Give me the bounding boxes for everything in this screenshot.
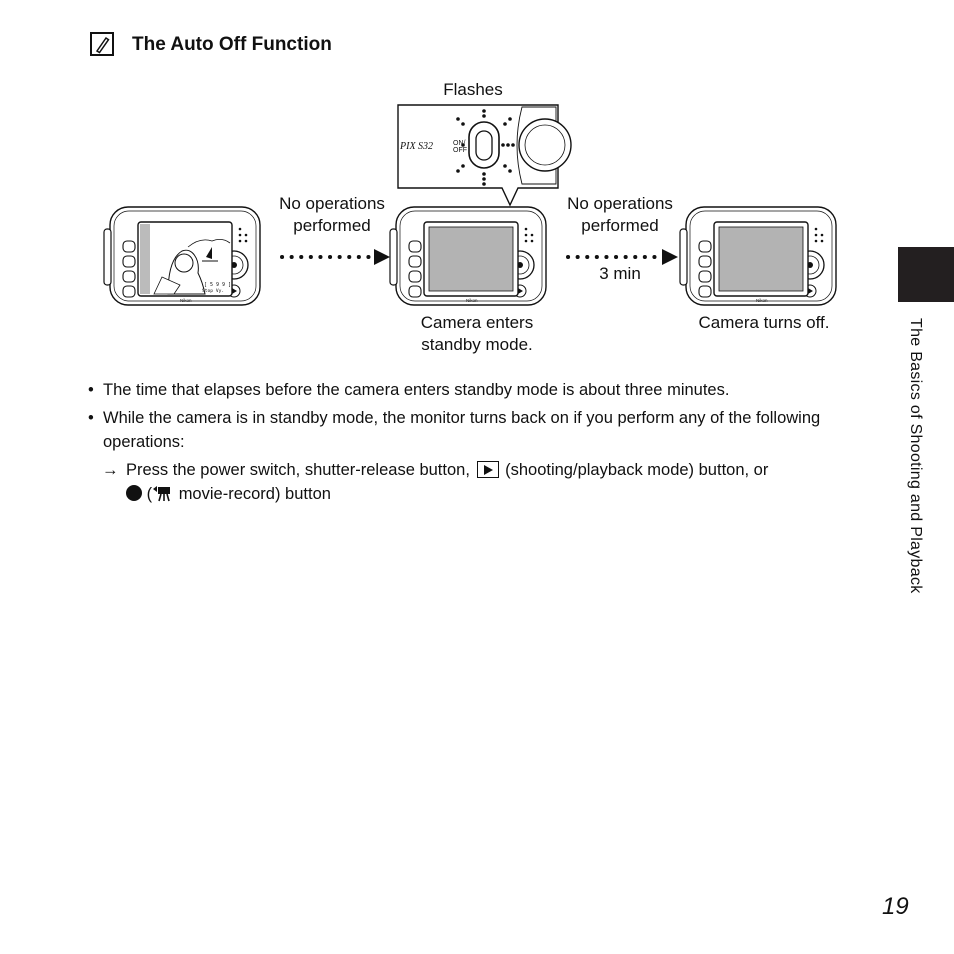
zoom-callout: PIX S32 ON/ OFF	[397, 104, 572, 207]
auto-off-diagram: [ 5 9 9 ] Stop Vy. Nikon Nikon Nikon PIX…	[103, 80, 837, 354]
bullet-text: The time that elapses before the camera …	[103, 381, 730, 399]
turns-off-label: Camera turns off.	[698, 313, 829, 332]
bullet-text: While the camera is in standby mode, the…	[103, 409, 821, 451]
flashes-label: Flashes	[443, 80, 503, 99]
bullet-item: •The time that elapses before the camera…	[88, 381, 730, 399]
arrow-icon: →	[102, 461, 119, 479]
camera-active: [ 5 9 9 ] Stop Vy. Nikon	[103, 206, 261, 306]
page-number: 19	[882, 893, 909, 920]
no-ops-label-1b: performed	[293, 216, 370, 235]
play-icon	[476, 461, 499, 478]
sub-item: → Press the power switch, shutter-releas…	[88, 458, 848, 506]
standby-label-b: standby mode.	[421, 335, 533, 354]
section-title: The Basics of Shooting and Playback	[907, 318, 924, 594]
svg-text:PIX S32: PIX S32	[399, 141, 433, 152]
svg-text:Stop Vy.: Stop Vy.	[202, 288, 224, 294]
record-dot-icon	[126, 485, 142, 501]
movie-camera-icon	[153, 486, 171, 502]
note-icon	[90, 32, 114, 56]
dotted-arrow-1	[280, 249, 390, 265]
camera-off: Nikon	[679, 206, 837, 306]
standby-label-a: Camera enters	[421, 313, 533, 332]
svg-text:OFF: OFF	[453, 147, 467, 154]
svg-text:Nikon: Nikon	[180, 298, 192, 303]
no-ops-label-2b: performed	[581, 216, 658, 235]
no-ops-label-1a: No operations	[279, 194, 385, 213]
svg-text:ON/: ON/	[453, 140, 466, 147]
camera-standby: Nikon	[389, 206, 547, 306]
dotted-arrow-2	[566, 249, 678, 265]
svg-text:Nikon: Nikon	[756, 298, 768, 303]
note-title: The Auto Off Function	[132, 34, 332, 55]
bullet-item: •While the camera is in standby mode, th…	[88, 409, 821, 451]
section-tab	[898, 247, 954, 302]
no-ops-label-2a: No operations	[567, 194, 673, 213]
bullet-list: •The time that elapses before the camera…	[88, 378, 848, 506]
time-label: 3 min	[599, 264, 641, 283]
svg-text:[ 5 9 9 ]: [ 5 9 9 ]	[204, 282, 231, 288]
svg-text:Nikon: Nikon	[466, 298, 478, 303]
